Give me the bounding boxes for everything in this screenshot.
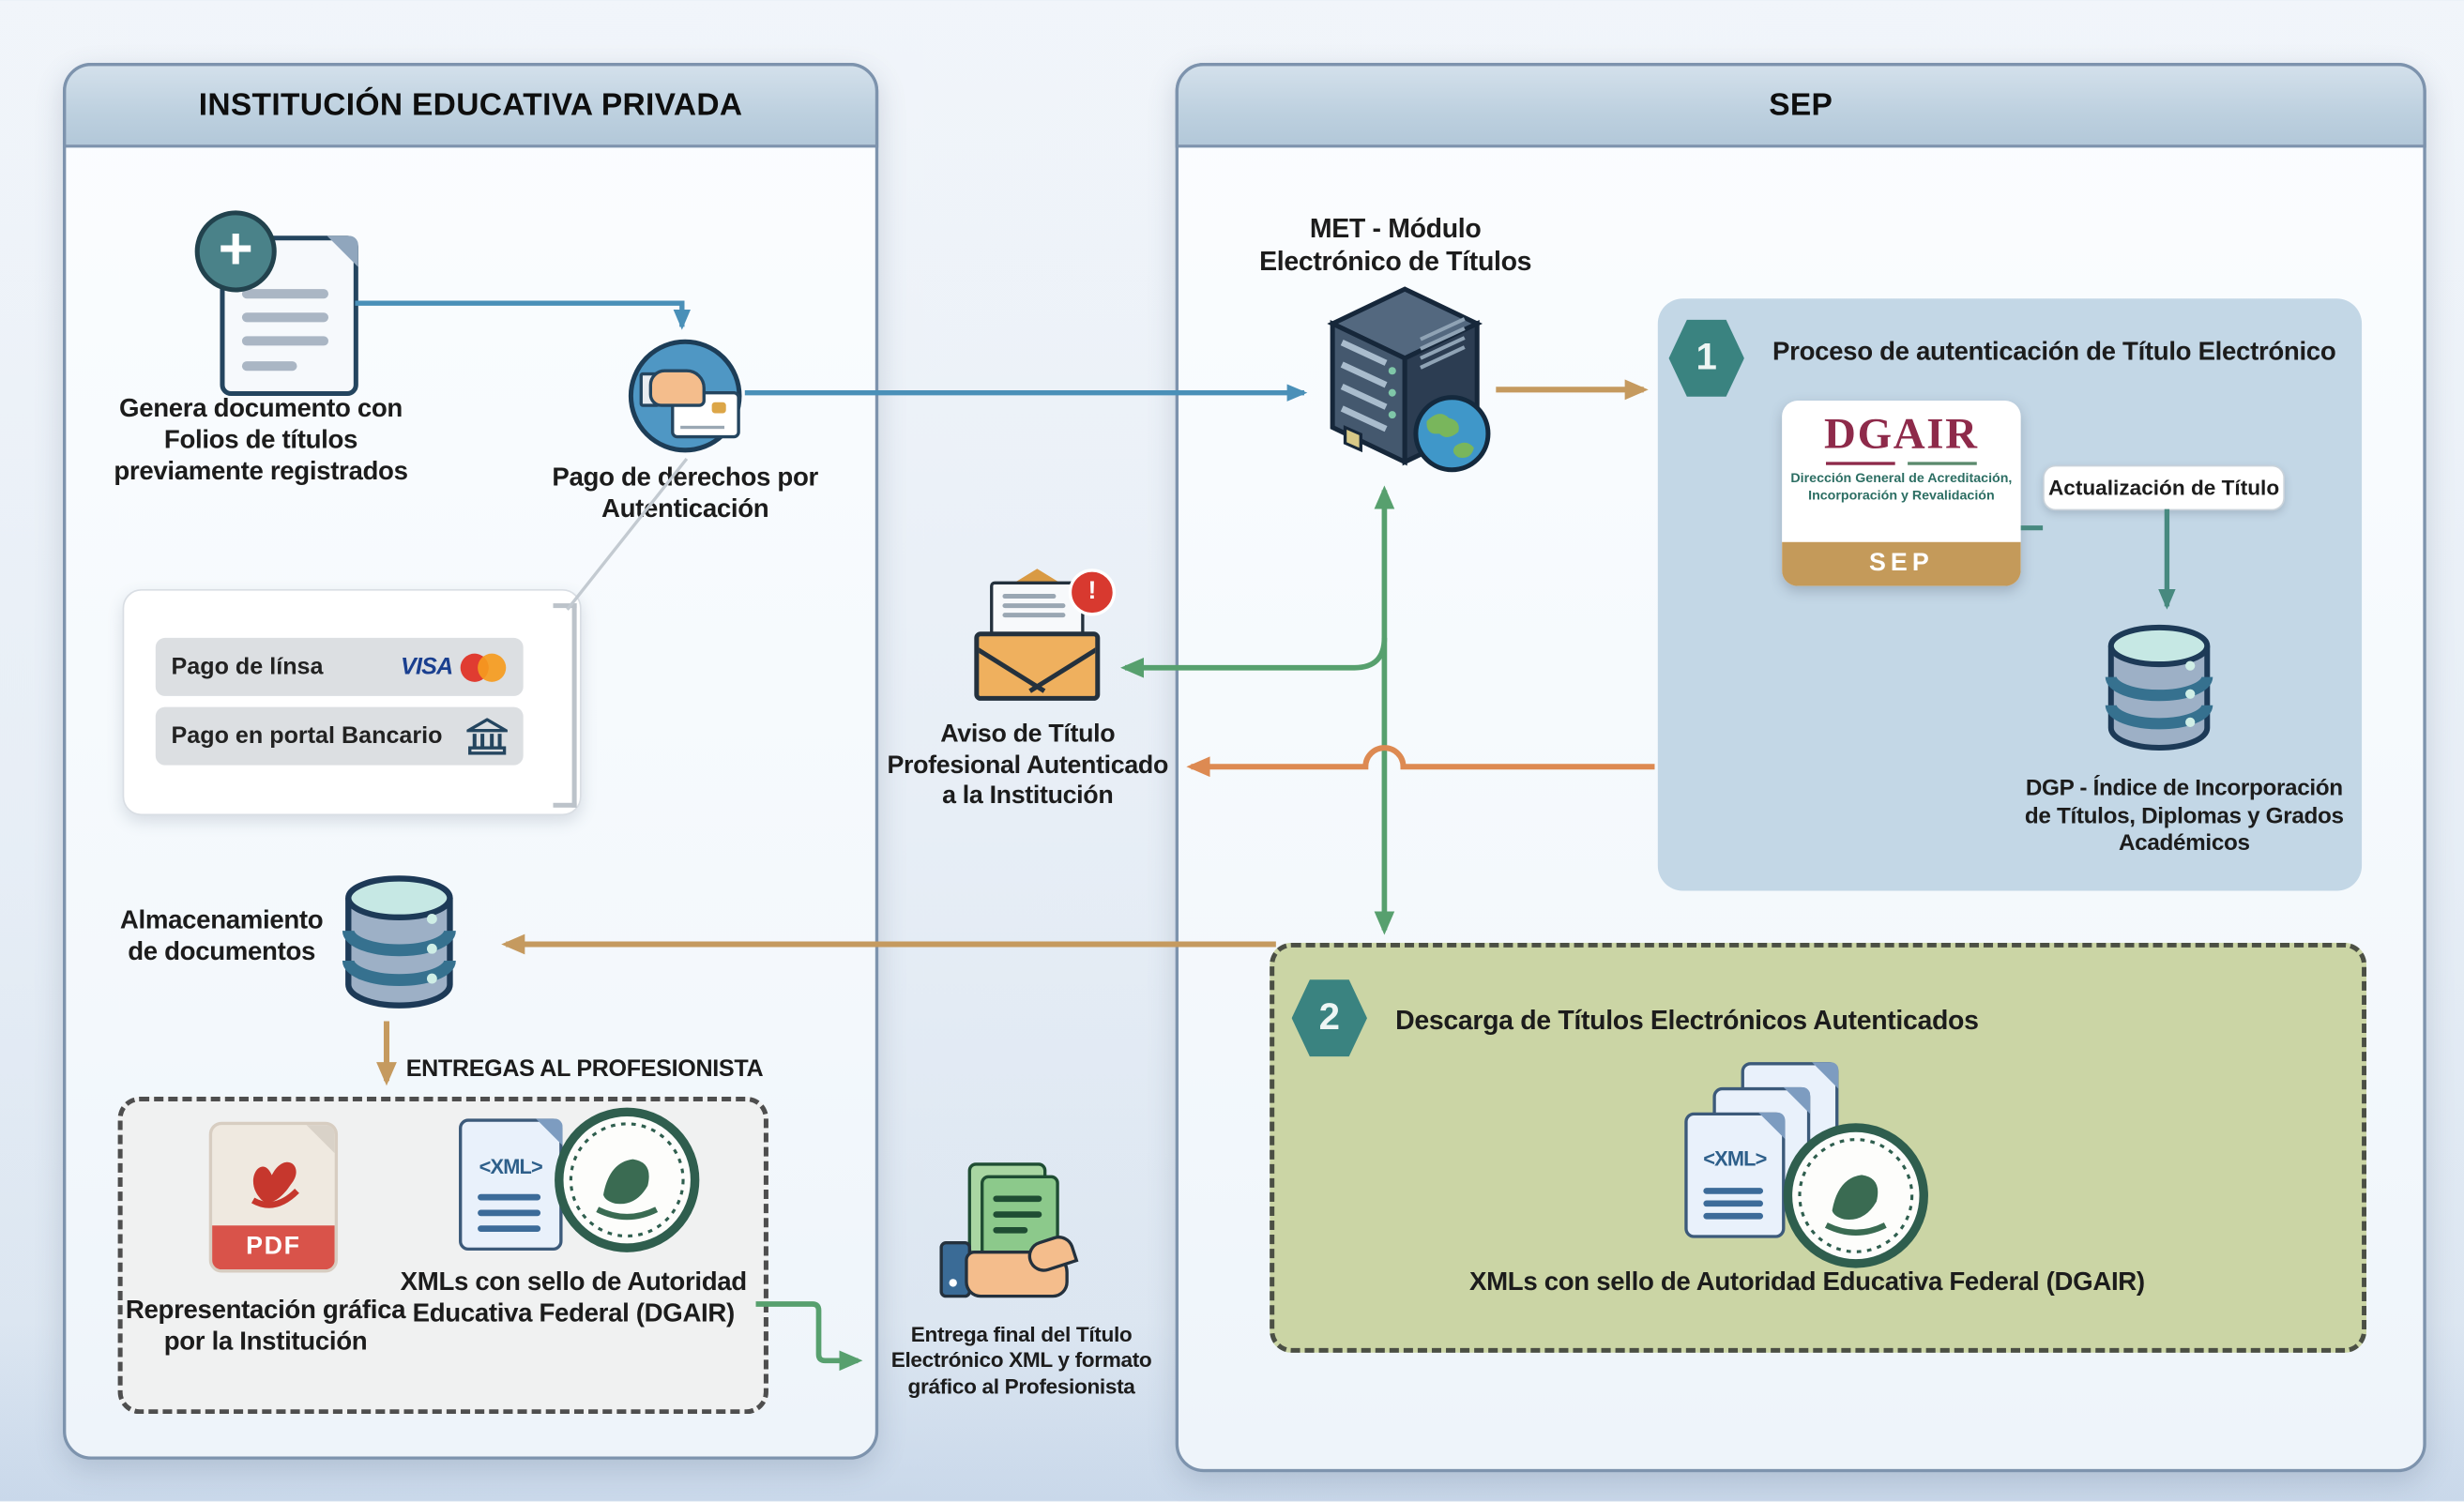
dgair-sep-banner: SEP: [1782, 541, 2021, 586]
plus-icon: +: [194, 210, 277, 293]
dgp-database-icon: [2105, 624, 2213, 751]
xml-tag-text: <XML>: [479, 1154, 543, 1178]
payment-label: Pago de derechos por Autenticación: [552, 463, 818, 523]
bank-icon: [466, 717, 508, 754]
payment-option-bank: Pago en portal Bancario: [155, 706, 524, 766]
payment-option-online: Pago de línsa VISA: [155, 637, 524, 696]
institution-panel-title: INSTITUCIÓN EDUCATIVA PRIVADA: [198, 86, 743, 122]
generate-doc-label: Genera documento con Folios de títulos p…: [114, 394, 408, 486]
xml-file-delivery-icon: <XML>: [459, 1118, 563, 1252]
payment-options-card: Pago de línsa VISA Pago en portal Bancar…: [122, 589, 582, 816]
dgair-subtitle: Dirección General de Acreditación, Incor…: [1790, 469, 2013, 503]
alert-glyph: !: [1088, 578, 1097, 605]
mexico-seal-delivery-icon: [555, 1107, 700, 1252]
mastercard-icon: [460, 652, 508, 681]
step1-title: Proceso de autenticación de Título Elect…: [1772, 338, 2336, 367]
notice-envelope-icon: !: [974, 569, 1117, 701]
sep-panel-header: SEP: [1175, 62, 2426, 148]
hand-icon: [648, 369, 706, 407]
step1-badge: 1: [1668, 319, 1744, 397]
step2-badge: 2: [1291, 979, 1367, 1057]
credit-card-icon: [671, 391, 740, 439]
dgp-label: DGP - Índice de Incorporación de Títulos…: [2024, 776, 2344, 857]
institution-panel-header: INSTITUCIÓN EDUCATIVA PRIVADA: [62, 62, 879, 148]
xml-file-icon: <XML>: [1684, 1112, 1786, 1238]
alert-icon: !: [1068, 569, 1117, 616]
dgair-acronym: DGAIR: [1824, 410, 1979, 460]
step2-xml-label: XMLs con sello de Autoridad Educativa Fe…: [1469, 1267, 2145, 1297]
xml-tag-text: <XML>: [1703, 1146, 1767, 1171]
payment-option-label: Pago en portal Bancario: [171, 722, 443, 750]
met-label: MET - Módulo Electrónico de Títulos: [1259, 213, 1532, 277]
notice-label: Aviso de Título Profesional Autenticado …: [887, 721, 1169, 810]
storage-database-icon: [342, 875, 456, 1009]
dgair-logo: DGAIR Dirección General de Acreditación,…: [1782, 401, 2021, 586]
delivery-xml-label: XMLs con sello de Autoridad Educativa Fe…: [400, 1267, 748, 1328]
deliveries-title: ENTREGAS AL PROFESIONISTA: [405, 1055, 764, 1083]
mexico-seal-icon: [1783, 1123, 1928, 1268]
step1-authentication-box: [1657, 298, 2363, 891]
storage-label: Almacenamiento de documentos: [119, 906, 324, 967]
payment-option-label: Pago de línsa: [171, 653, 324, 681]
step2-title: Descarga de Títulos Electrónicos Autenti…: [1395, 1005, 1979, 1036]
payment-options-connector: [553, 603, 577, 808]
plus-glyph: +: [218, 216, 253, 282]
pdf-label: Representación gráfica por la Institució…: [125, 1296, 406, 1357]
dgair-divider: [1782, 462, 2021, 465]
payment-icon: [628, 339, 742, 453]
open-hand-icon: [965, 1231, 1079, 1298]
update-title-pill: Actualización de Título: [2043, 464, 2286, 511]
document-fold: [327, 235, 358, 267]
step2-number: 2: [1318, 995, 1340, 1039]
step1-number: 1: [1696, 336, 1717, 379]
final-delivery-label: Entrega final del Título Electrónico XML…: [890, 1323, 1152, 1399]
final-delivery-icon: [939, 1162, 1081, 1313]
pdf-badge: PDF: [212, 1225, 335, 1270]
sep-panel-title: SEP: [1769, 86, 1833, 122]
met-server-icon: [1327, 286, 1491, 473]
pdf-file-icon: PDF: [208, 1121, 339, 1273]
visa-logo: VISA: [401, 653, 453, 681]
